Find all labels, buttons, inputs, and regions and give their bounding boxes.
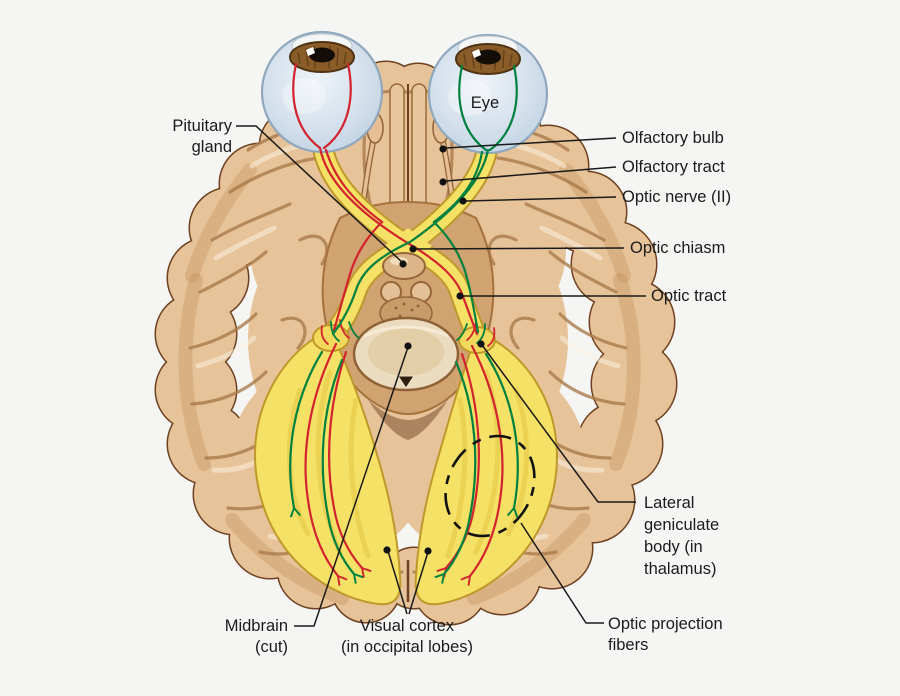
dot-lateral-geniculate [477, 340, 485, 348]
red-fibers [292, 62, 504, 586]
interpeduncular-shadow [368, 400, 448, 440]
leader-lateral-geniculate [481, 344, 636, 503]
leader-visual-cortex-right [408, 551, 429, 615]
leader-olfactory-bulb [445, 137, 617, 149]
dot-visual-cortex-right [424, 547, 432, 555]
eye-glint-right [472, 49, 481, 58]
leader-optic-projection [520, 522, 604, 624]
leader-midbrain [294, 346, 409, 627]
longitudinal-fissure [389, 83, 427, 602]
right-eye [427, 33, 549, 155]
pupil-left [309, 47, 335, 63]
dot-optic-tract [456, 292, 464, 300]
leader-dots [383, 145, 485, 555]
dot-olfactory-tract [439, 178, 447, 186]
dot-optic-nerve [459, 197, 467, 205]
dot-optic-chiasm [409, 245, 417, 253]
leader-olfactory-tract [445, 166, 617, 182]
leader-optic-nerve [465, 196, 617, 202]
cerebral-aqueduct [397, 375, 415, 389]
leader-optic-chiasm [415, 247, 625, 250]
leader-lines [236, 125, 646, 627]
left-eye [260, 30, 384, 154]
brain-shading [178, 163, 641, 605]
optic-radiations [254, 328, 558, 606]
dot-midbrain [404, 342, 412, 350]
dot-pituitary [399, 260, 407, 268]
pupil-right [475, 49, 501, 65]
green-fibers [289, 64, 519, 584]
dot-olfactory-bulb [439, 145, 447, 153]
leader-visual-cortex-left [387, 550, 408, 615]
dot-visual-cortex-left [383, 546, 391, 554]
eye-glint-left [306, 47, 315, 56]
leader-pituitary [236, 125, 404, 264]
optic-projection-fibers-outline [444, 434, 536, 538]
